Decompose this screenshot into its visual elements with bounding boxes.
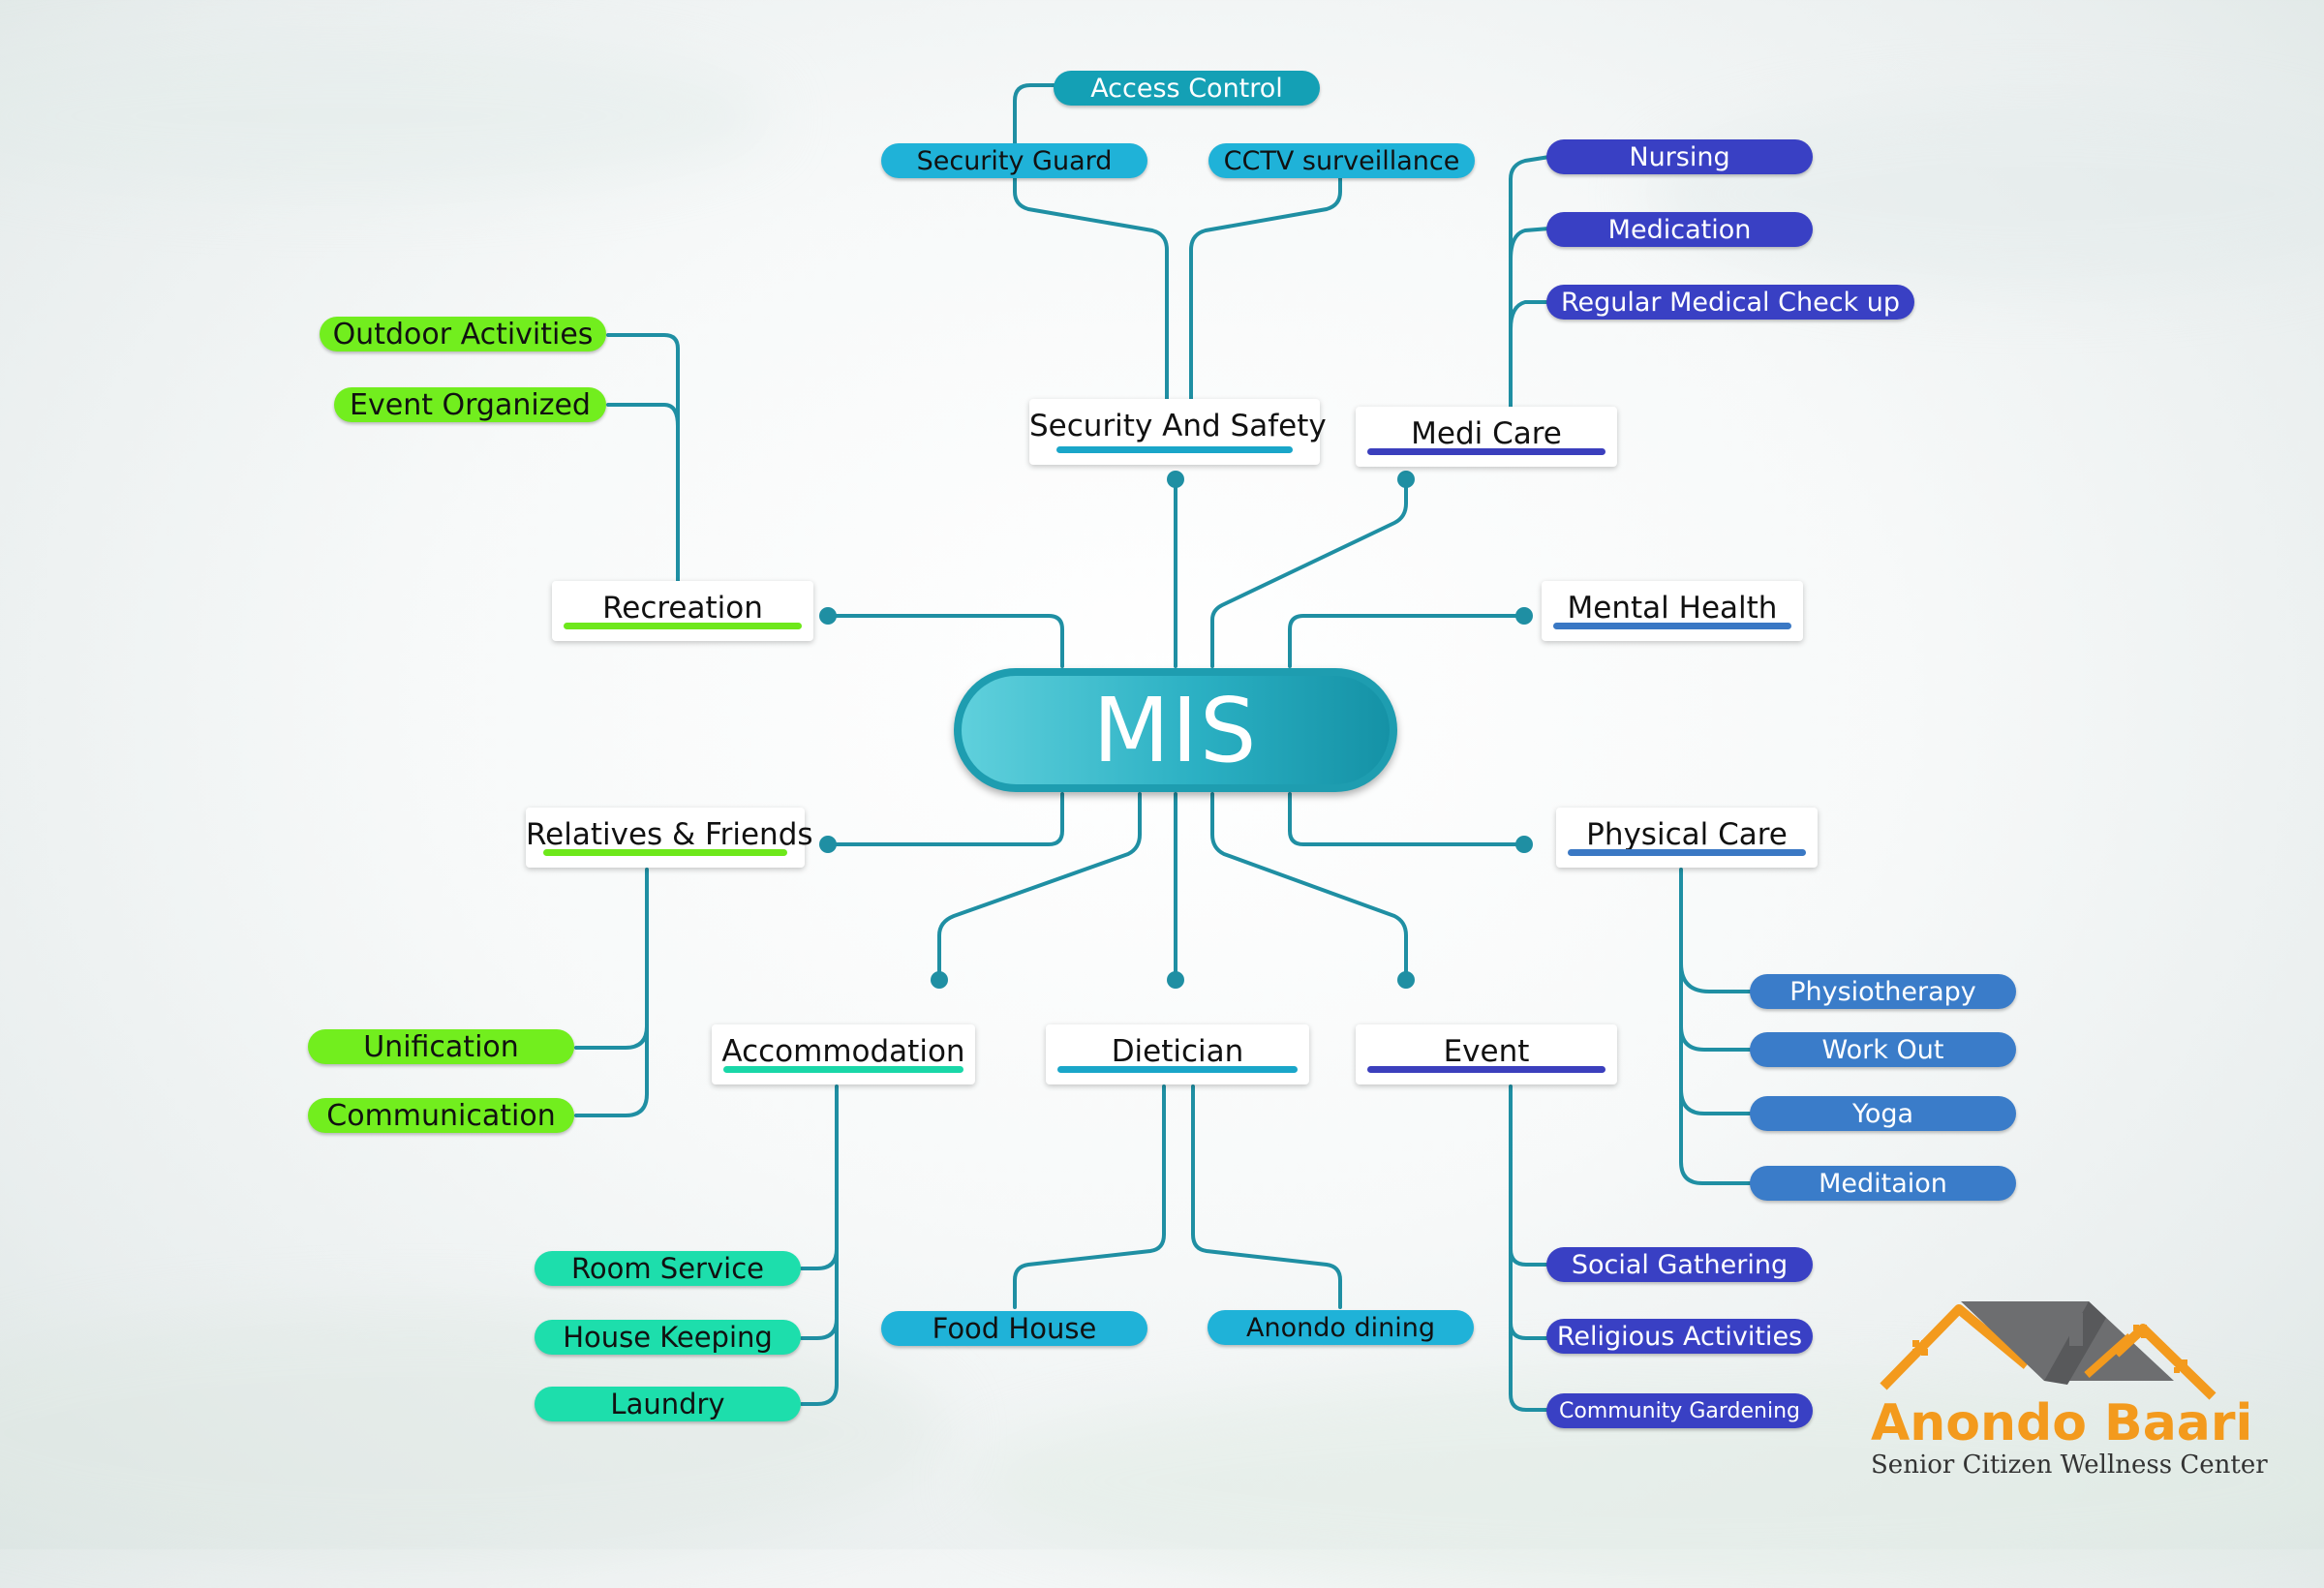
connector-dot	[931, 971, 948, 989]
leaf-nursing: Nursing	[1546, 139, 1813, 174]
leaf-physiotherapy: Physiotherapy	[1750, 974, 2016, 1009]
leaf-house-keeping: House Keeping	[535, 1320, 801, 1355]
category-underline	[1553, 623, 1791, 629]
connector-dot	[819, 607, 837, 625]
category-underline	[1568, 849, 1806, 856]
leaf-medication: Medication	[1546, 212, 1813, 247]
leaf-work-out: Work Out	[1750, 1032, 2016, 1067]
mis-center-label: MIS	[962, 676, 1390, 784]
leaf-regular-medical-check-up: Regular Medical Check up	[1546, 285, 1914, 320]
category-underline	[1056, 446, 1293, 453]
connector-dot	[819, 836, 837, 853]
background-streak	[1646, 97, 2324, 290]
connector-dot	[1397, 971, 1415, 989]
category-accommodation: Accommodation	[712, 1024, 975, 1084]
category-label: Security And Safety	[1029, 409, 1327, 443]
connector-lines	[574, 83, 1753, 1412]
leaf-community-gardening: Community Gardening	[1546, 1393, 1813, 1428]
leaf-security-guard: Security Guard	[881, 143, 1147, 178]
category-label: Dietician	[1111, 1034, 1244, 1069]
connector-dot	[1397, 471, 1415, 488]
category-label: Accommodation	[721, 1034, 965, 1069]
leaf-access-control: Access Control	[1054, 71, 1320, 106]
category-label: Recreation	[602, 591, 763, 626]
category-label: Event	[1443, 1034, 1530, 1069]
category-recreation: Recreation	[552, 581, 813, 641]
leaf-laundry: Laundry	[535, 1387, 801, 1421]
category-relatives-and-friends: Relatives & Friends	[526, 808, 813, 868]
category-underline	[1367, 1066, 1605, 1073]
category-underline	[1057, 1066, 1298, 1073]
category-mental-health: Mental Health	[1542, 581, 1803, 641]
category-label: Mental Health	[1567, 591, 1778, 626]
category-security-and-safety: Security And Safety	[1029, 399, 1327, 465]
category-underline	[723, 1066, 963, 1073]
category-underline	[1367, 448, 1605, 455]
connector-dot	[1167, 971, 1184, 989]
connector-dot	[1167, 471, 1184, 488]
leaf-room-service: Room Service	[535, 1251, 801, 1286]
leaf-outdoor-activities: Outdoor Activities	[320, 317, 606, 351]
leaf-meditation: Meditaion	[1750, 1166, 2016, 1201]
category-dietician: Dietician	[1046, 1024, 1309, 1084]
leaf-yoga: Yoga	[1750, 1096, 2016, 1131]
category-medi-care: Medi Care	[1356, 407, 1617, 467]
leaf-cctv-surveillance: CCTV surveillance	[1208, 143, 1475, 178]
leaf-religious-activities: Religious Activities	[1546, 1319, 1813, 1354]
connector-dot	[1515, 607, 1533, 625]
mis-center-node: MIS	[954, 668, 1397, 792]
logo-name: Anondo Baari	[1871, 1394, 2253, 1452]
leaf-food-house: Food House	[881, 1311, 1147, 1346]
background-streak	[0, 39, 775, 194]
leaf-communication: Communication	[308, 1098, 574, 1133]
category-label: Medi Care	[1411, 416, 1562, 451]
logo-tagline: Senior Citizen Wellness Center	[1871, 1451, 2268, 1480]
category-label: Relatives & Friends	[526, 817, 813, 852]
connector-dot	[1515, 836, 1533, 853]
leaf-unification: Unification	[308, 1029, 574, 1064]
category-event: Event	[1356, 1024, 1617, 1084]
category-underline	[543, 849, 787, 856]
category-physical-care: Physical Care	[1556, 808, 1818, 868]
leaf-event-organized: Event Organized	[334, 387, 606, 422]
category-underline	[564, 623, 802, 629]
house-logo-icon	[1880, 1301, 2217, 1400]
category-label: Physical Care	[1586, 817, 1788, 852]
leaf-anondo-dining: Anondo dining	[1208, 1310, 1474, 1345]
leaf-social-gathering: Social Gathering	[1546, 1247, 1813, 1282]
